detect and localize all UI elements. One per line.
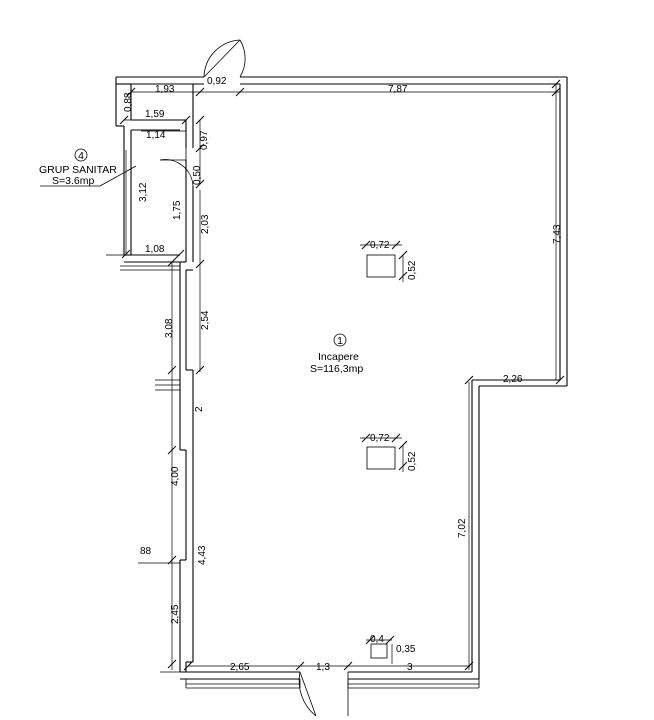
dim-top-left: 1,93	[155, 84, 175, 95]
outer-walls	[106, 76, 568, 689]
dim-wc-door-gap: 0,97	[199, 130, 210, 150]
dim-col1-d: 0,52	[407, 260, 418, 280]
dim-col1-w: 0,72	[370, 240, 390, 251]
dim-right-upper: 7,43	[552, 224, 563, 244]
column-1	[366, 254, 396, 278]
door-wc	[159, 148, 194, 187]
dim-step-width: 2,26	[503, 374, 523, 385]
dim-col2-w: 0,72	[370, 433, 390, 444]
dim-col3-d: 0,35	[396, 644, 416, 655]
dimension-labels: 1,93 0,92 7,87 0,88 1,59 1,14 0,97 0,50 …	[123, 76, 563, 673]
dim-wc-inner-height: 1,75	[172, 200, 183, 220]
dimension-ticks	[119, 79, 565, 671]
room-main-name: Incapere	[318, 351, 359, 363]
dim-bottom-right: 3	[407, 662, 413, 673]
door-bottom	[298, 671, 349, 717]
dim-left-outer-2: 4,00	[170, 466, 181, 486]
dim-bottom-door: 1,3	[316, 662, 330, 673]
column-3	[370, 643, 388, 659]
column-2	[366, 446, 396, 470]
dim-door-top: 0,92	[207, 76, 227, 87]
dimension-lines	[124, 84, 560, 670]
room-main-area: S=116,3mp	[310, 363, 363, 375]
dim-right-lower: 7,02	[457, 518, 468, 538]
dim-wc-width-outer: 1,59	[145, 109, 165, 120]
dim-left-outer-3: 2,45	[170, 604, 181, 624]
dim-wc-door-width: 0,50	[192, 165, 203, 185]
door-top	[203, 39, 246, 78]
room-wc-area: S=3.6mp	[52, 175, 94, 187]
dim-wc-bottom: 1,08	[145, 244, 165, 255]
dim-left-seg-2: 2,54	[200, 310, 211, 330]
dim-col3-w: 0,4	[370, 634, 384, 645]
dim-offset-88: 88	[140, 546, 152, 557]
room-wc-number: 4	[78, 150, 84, 162]
dim-wc-top-small: 0,88	[123, 92, 134, 112]
dim-wc-width-inner: 1,14	[146, 130, 166, 141]
room-wc-name: GRUP SANITAR	[39, 164, 117, 176]
dim-left-outer-1: 3,08	[164, 318, 175, 338]
dim-left-seg-1: 2,03	[200, 214, 211, 234]
dim-col2-d: 0,52	[407, 451, 418, 471]
dim-left-seg-4: 4,43	[197, 545, 208, 565]
dim-top-right: 7,87	[388, 84, 408, 95]
dim-wc-height: 3,12	[138, 182, 149, 202]
room-main-label: 1 Incapere S=116,3mp	[310, 333, 363, 375]
room-wc-label: 4 GRUP SANITAR S=3.6mp	[39, 148, 137, 187]
room-main-number: 1	[337, 335, 343, 347]
dim-bottom-left: 2,65	[230, 662, 250, 673]
dim-left-seg-3: 2	[194, 406, 205, 412]
